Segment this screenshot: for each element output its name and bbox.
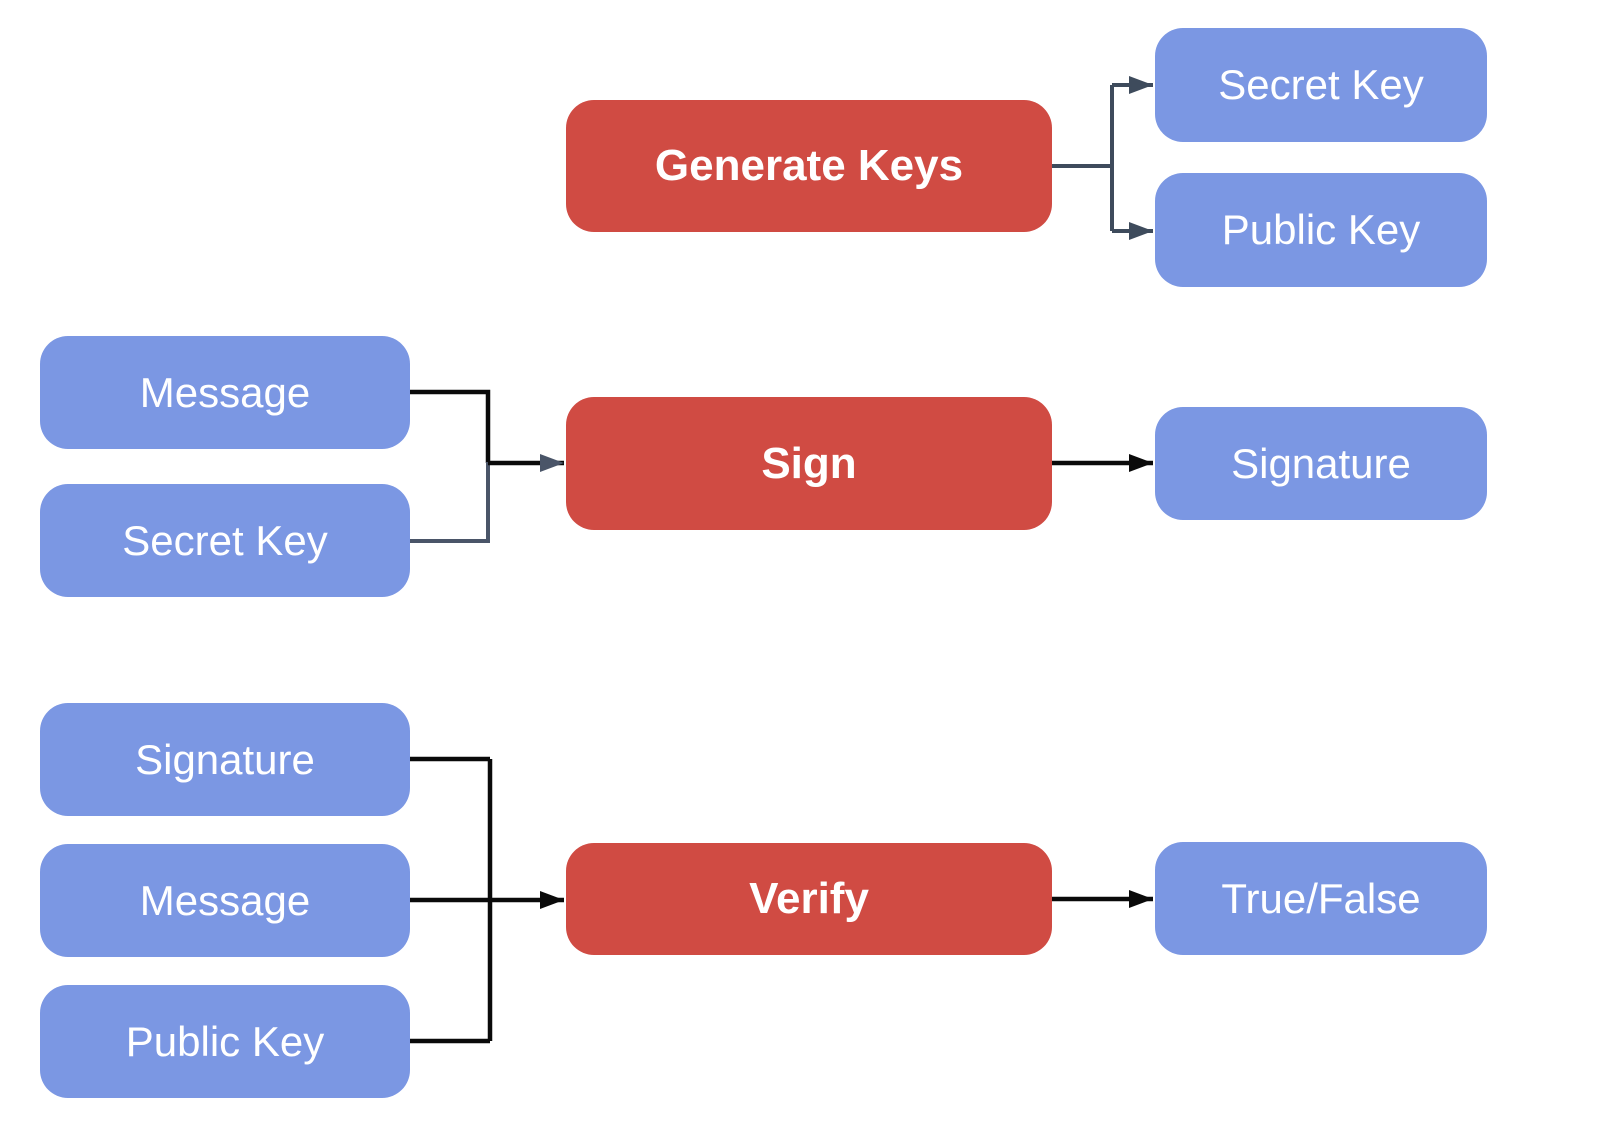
node-sign-label: Sign bbox=[761, 438, 857, 488]
node-signature-verify-input-label: Signature bbox=[135, 735, 315, 783]
wire-secret-key-to-sign-junction bbox=[410, 462, 490, 543]
node-sign: Sign bbox=[566, 397, 1052, 530]
node-public-key-verify-input: Public Key bbox=[40, 985, 410, 1098]
node-generate-keys: Generate Keys bbox=[566, 100, 1052, 232]
node-public-key-output: Public Key bbox=[1155, 173, 1487, 287]
node-signature-output-label: Signature bbox=[1231, 439, 1411, 487]
node-message-verify-input-label: Message bbox=[139, 876, 311, 924]
node-secret-key-sign-input-label: Secret Key bbox=[122, 516, 328, 564]
wire-message-to-sign-junction bbox=[410, 389, 491, 463]
node-secret-key-sign-input: Secret Key bbox=[40, 484, 410, 597]
node-verify: Verify bbox=[566, 843, 1052, 955]
node-message-sign-input: Message bbox=[40, 336, 410, 449]
node-public-key-verify-input-label: Public Key bbox=[125, 1017, 325, 1065]
node-true-false-output-label: True/False bbox=[1221, 874, 1421, 922]
node-message-verify-input: Message bbox=[40, 844, 410, 957]
node-verify-label: Verify bbox=[749, 874, 869, 923]
node-signature-verify-input: Signature bbox=[40, 703, 410, 816]
node-generate-keys-label: Generate Keys bbox=[654, 141, 964, 190]
node-message-sign-input-label: Message bbox=[139, 368, 311, 416]
node-secret-key-output-label: Secret Key bbox=[1218, 61, 1424, 108]
node-signature-output: Signature bbox=[1155, 407, 1487, 520]
node-true-false-output: True/False bbox=[1155, 842, 1487, 955]
node-public-key-output-label: Public Key bbox=[1221, 206, 1421, 253]
node-secret-key-output: Secret Key bbox=[1155, 28, 1487, 142]
